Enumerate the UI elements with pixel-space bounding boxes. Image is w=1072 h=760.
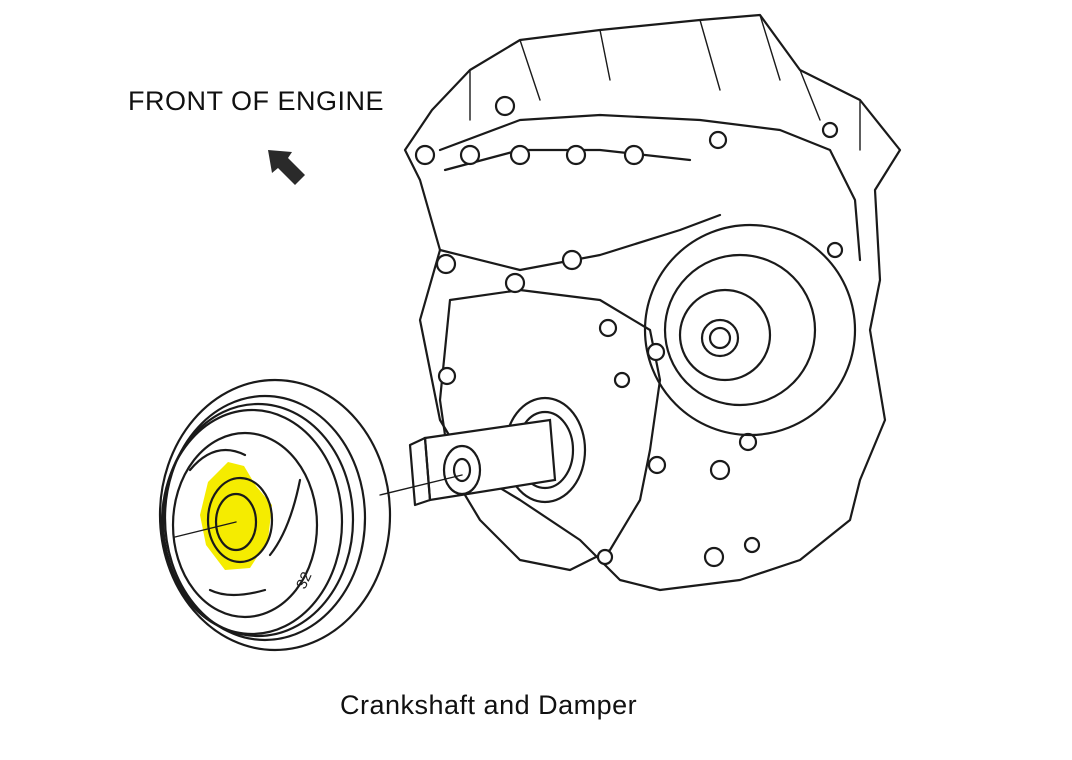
arrow-icon bbox=[268, 150, 305, 185]
engine-block bbox=[403, 13, 902, 592]
pump-housing bbox=[643, 223, 857, 437]
crankshaft-damper bbox=[158, 378, 392, 652]
crankshaft-snout bbox=[379, 396, 587, 507]
figure-caption: Crankshaft and Damper bbox=[340, 690, 638, 720]
front-of-engine-label: FRONT OF ENGINE bbox=[128, 86, 385, 116]
